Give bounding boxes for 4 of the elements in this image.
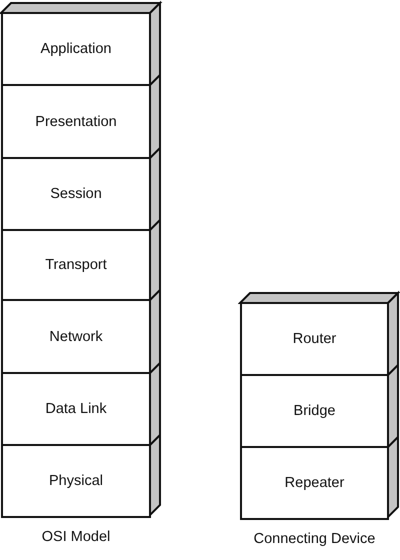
stack-caption: OSI Model [40,529,112,545]
stack-caption: Connecting Device [252,531,376,547]
layer-box: Repeater [240,446,389,520]
layer-box: Physical [1,444,151,518]
